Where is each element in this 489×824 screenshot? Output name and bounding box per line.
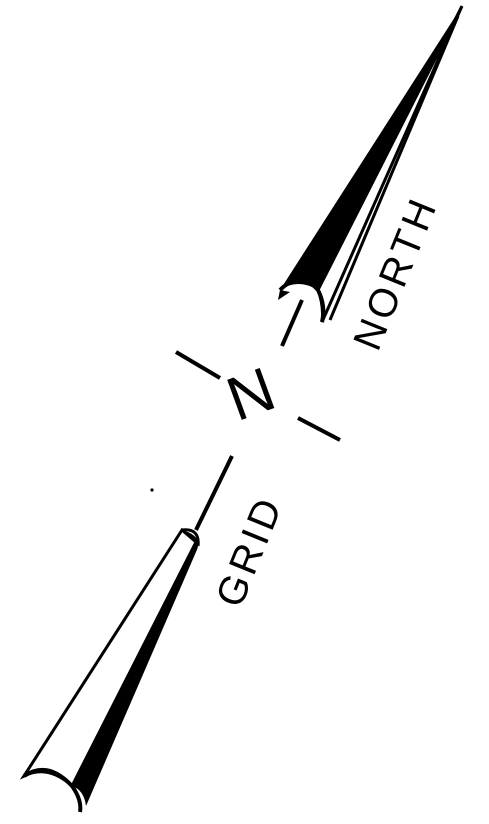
grid-line-dot (150, 488, 153, 491)
grid-n-letter: N (218, 355, 284, 435)
grid-line-lower-dash (196, 456, 232, 530)
north-arrowhead (278, 6, 462, 322)
grid-n-mark: N (176, 352, 340, 440)
grid-label: GRID (208, 489, 292, 613)
grid-n-tick-lower (298, 418, 340, 440)
grid-n-tick-upper (176, 352, 220, 378)
north-arrowhead-stub (278, 290, 290, 300)
north-arrowhead-dark-face (280, 6, 462, 290)
grid-arrow-tail (24, 530, 198, 812)
grid-line-upper-dash (282, 300, 302, 346)
